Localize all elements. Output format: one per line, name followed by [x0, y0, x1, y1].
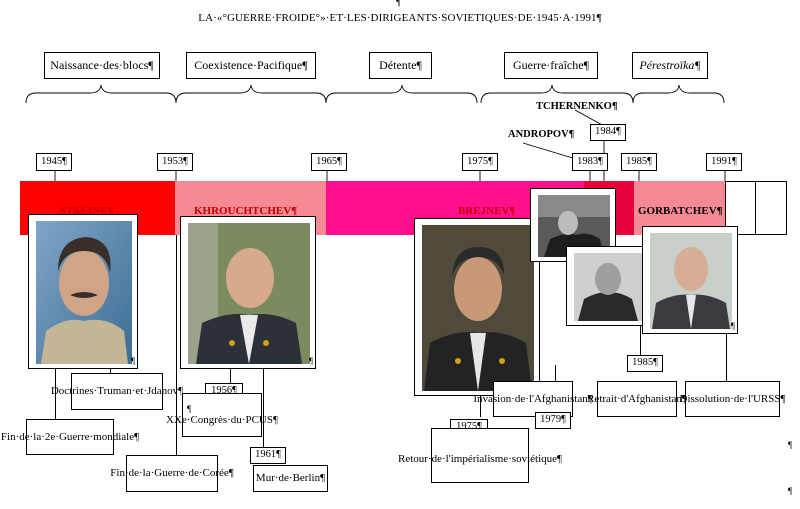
connector	[640, 325, 641, 355]
photo-pilcrow: ¶	[308, 356, 313, 366]
connector	[263, 366, 264, 448]
period-guerre-fraiche: Guerre·fraîche¶	[504, 52, 598, 79]
portrait-staline: ¶	[28, 214, 138, 369]
year-1985-event: 1985¶	[627, 355, 663, 372]
year-1983: 1983¶	[572, 153, 608, 171]
event-retour-imperialisme: Retour·de·l'impérialisme·soviétique¶	[398, 428, 562, 483]
event-xxe-congres: ¶ XXe·Congrès·du·PCUS¶	[166, 393, 278, 437]
year-1961: 1961¶	[250, 447, 286, 464]
year-1979: 1979¶	[535, 412, 571, 429]
period-perestroika: Pérestroïka¶	[632, 52, 708, 79]
event-fin-guerre-coree: Fin·de·la·Guerre·de·Corée¶	[110, 455, 234, 492]
event-congres-label: XXe·Congrès·du·PCUS¶	[166, 413, 278, 426]
portrait-khrouchtchev: ¶	[180, 216, 316, 369]
top-pilcrow: ¶	[396, 0, 401, 8]
page-title: LA·«°GUERRE·FROIDE°»·ET·LES·DIRIGEANTS·S…	[198, 12, 602, 24]
label-andropov: ANDROPOV¶	[508, 129, 575, 140]
year-1965: 1965¶	[311, 153, 347, 171]
photo-pilcrow: ¶	[730, 321, 735, 331]
photo-pilcrow: ¶	[130, 356, 135, 366]
event-retrait-afghanistan: Retrait·d'Afghanistan¶	[587, 381, 687, 417]
connector	[555, 365, 556, 385]
year-1975: 1975¶	[462, 153, 498, 171]
period-detente: Détente¶	[369, 52, 432, 79]
event-fin-seconde-guerre: Fin·de·la·2e·Guerre·mondiale¶	[1, 419, 139, 455]
event-congres-pilcrow: ¶	[187, 403, 192, 414]
connector	[176, 235, 177, 457]
year-1984: 1984¶	[590, 124, 626, 141]
connector	[110, 366, 111, 376]
event-doctrines-truman-jdanov: Doctrines·Truman·et·Jdanov¶	[51, 373, 183, 410]
year-1945: 1945¶	[36, 153, 72, 171]
connector	[480, 395, 481, 417]
name-khrouchtchev: KHROUCHTCHEV¶	[194, 205, 298, 217]
event-invasion-afghanistan: Invasion·de·l'Afghanistan¶	[473, 381, 593, 417]
portrait-gorbatchev: ¶	[642, 226, 738, 334]
name-gorbatchev: GORBATCHEV¶	[638, 205, 723, 217]
period-naissance-des-blocs: Naissance·des·blocs¶	[44, 52, 160, 79]
connector	[230, 366, 231, 384]
portrait-brejnev	[414, 218, 540, 396]
event-mur-de-berlin: Mur·de·Berlin¶	[253, 465, 328, 492]
page-pilcrow: ¶	[788, 440, 793, 450]
connector	[55, 366, 56, 421]
band-end-divider	[755, 181, 756, 235]
connector	[726, 325, 727, 382]
year-1953: 1953¶	[157, 153, 193, 171]
label-tchernenko: TCHERNENKO¶	[536, 101, 618, 112]
event-dissolution-urss: Dissolution·de·l'URSS¶	[680, 381, 786, 417]
year-1991: 1991¶	[706, 153, 742, 171]
period-coexistence-pacifique: Coexistence·Pacifique¶	[186, 52, 316, 79]
portrait-tchernenko	[566, 246, 648, 326]
name-brejnev: BREJNEV¶	[458, 205, 516, 217]
page-pilcrow: ¶	[788, 486, 793, 496]
year-1985: 1985¶	[621, 153, 657, 171]
